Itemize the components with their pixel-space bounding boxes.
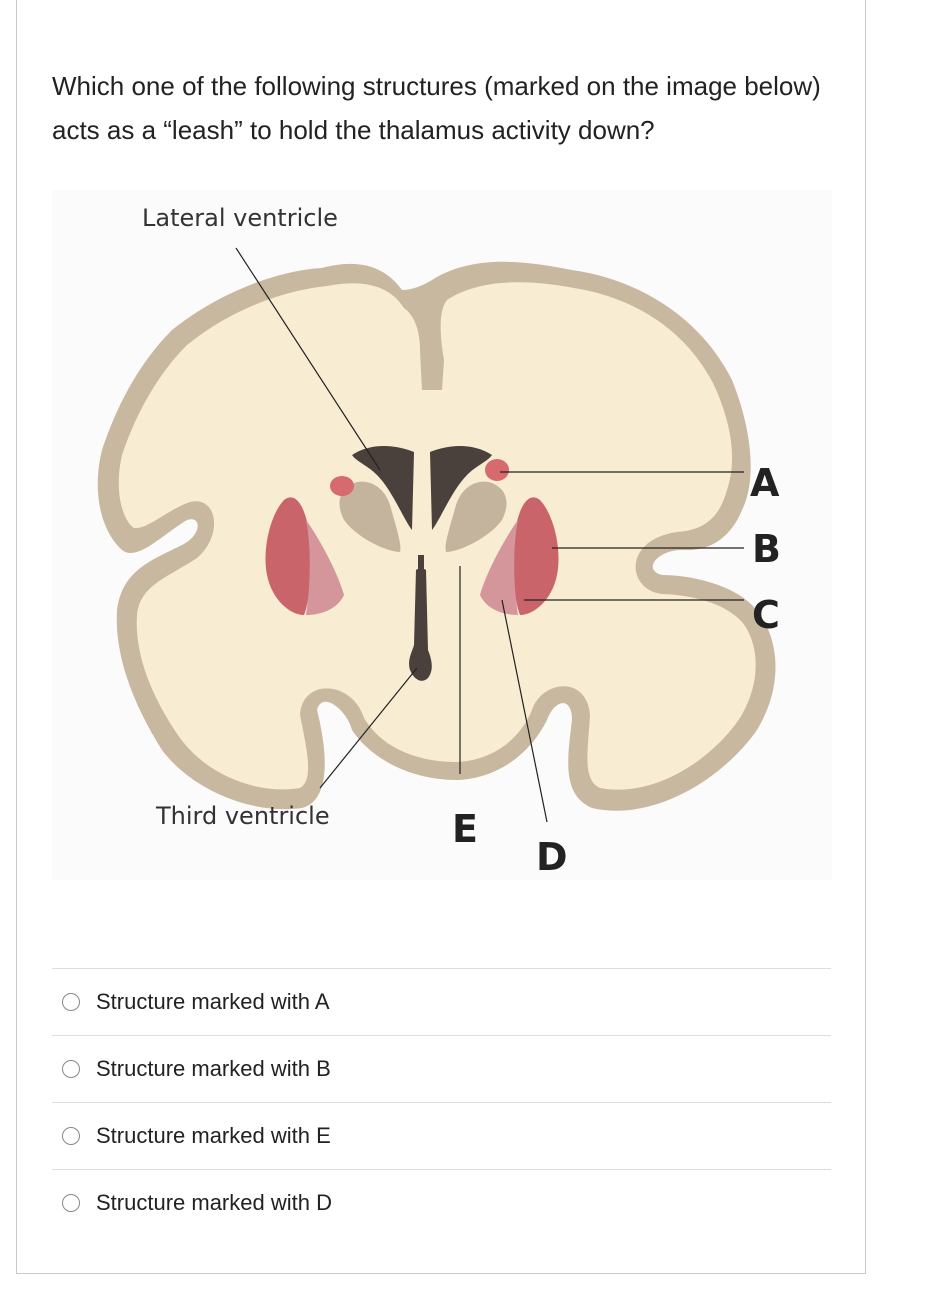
option-e[interactable]: Structure marked with E: [52, 1102, 831, 1169]
label-c: C: [752, 593, 780, 637]
putamen-right: [513, 497, 559, 615]
label-d: D: [536, 835, 568, 879]
label-third-ventricle: Third ventricle: [155, 802, 330, 830]
label-a: A: [750, 461, 780, 505]
white-matter: [118, 282, 756, 790]
option-label: Structure marked with A: [96, 989, 330, 1014]
leader-line-lateral-ventricle: [235, 247, 381, 471]
option-b[interactable]: Structure marked with B: [52, 1035, 831, 1102]
option-a[interactable]: Structure marked with A: [52, 968, 831, 1035]
radio-button-b[interactable]: [62, 1060, 80, 1078]
option-label: Structure marked with B: [96, 1056, 331, 1081]
globus-pallidus-left: [306, 520, 344, 615]
option-d[interactable]: Structure marked with D: [52, 1169, 831, 1236]
label-e: E: [452, 807, 478, 851]
lateral-ventricle-right: [430, 446, 492, 530]
leader-line-d: [501, 599, 548, 823]
caudate-nucleus-right: [445, 481, 507, 552]
option-label: Structure marked with D: [96, 1190, 332, 1215]
radio-button-a[interactable]: [62, 993, 80, 1011]
answer-options: Structure marked with A Structure marked…: [52, 968, 831, 1236]
small-nucleus-right: [485, 459, 509, 481]
lateral-ventricle-left: [352, 446, 414, 530]
radio-button-e[interactable]: [62, 1127, 80, 1145]
globus-pallidus-right: [480, 520, 518, 615]
label-lateral-ventricle: Lateral ventricle: [142, 204, 338, 232]
third-ventricle: [409, 568, 432, 681]
label-b: B: [752, 527, 781, 571]
brain-coronal-section-figure: Lateral ventricle Third ventricle A B C …: [52, 190, 832, 880]
radio-button-d[interactable]: [62, 1194, 80, 1212]
putamen-left: [265, 497, 311, 615]
option-label: Structure marked with E: [96, 1123, 331, 1148]
third-ventricle-top: [418, 555, 424, 570]
small-nucleus-left: [330, 476, 354, 496]
leader-line-third-ventricle: [319, 667, 418, 789]
question-text: Which one of the following structures (m…: [52, 71, 821, 145]
caudate-nucleus-left: [339, 481, 401, 552]
